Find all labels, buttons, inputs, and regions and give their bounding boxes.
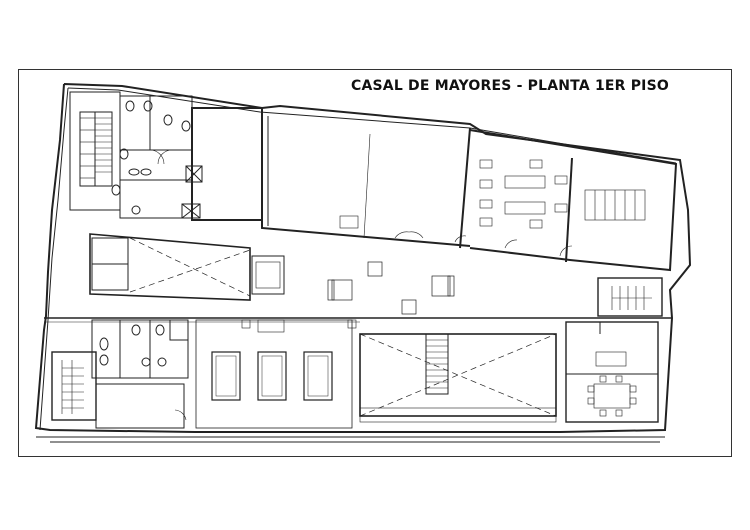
void-atrium-bottom: [359, 333, 557, 423]
meeting-rooms-top-right: [469, 129, 678, 272]
drawing-frame: [18, 69, 732, 457]
room-top-center: [261, 112, 471, 249]
office-bottom-right: [565, 321, 659, 423]
building-outline: [34, 83, 692, 443]
plan-title: CASAL DE MAYORES - PLANTA 1ER PISO: [351, 78, 669, 94]
bottom-wing-wall: [44, 317, 672, 323]
lobby-furniture: [327, 261, 455, 315]
void-atrium-left: [89, 233, 285, 301]
hall-bottom: [195, 319, 357, 429]
toilets-bottom: [91, 319, 189, 429]
toilets-top: [111, 95, 193, 219]
stair-right: [597, 277, 663, 317]
stair-bottom-left: [51, 351, 97, 421]
lift-core-top: [181, 107, 263, 221]
